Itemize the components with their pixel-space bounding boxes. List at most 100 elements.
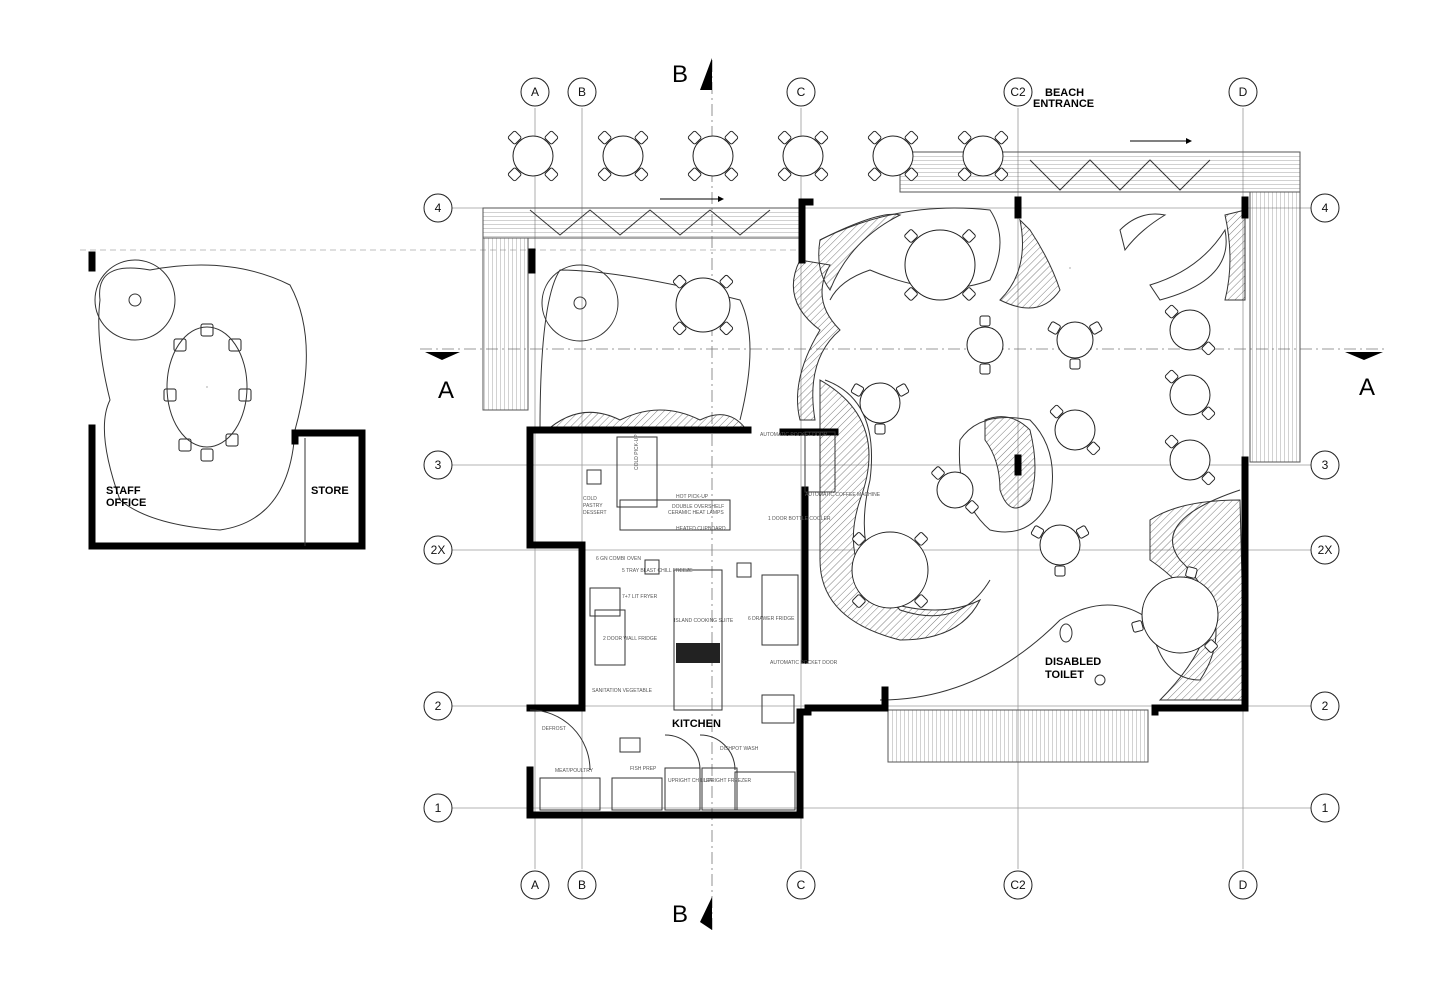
chair [814,130,829,145]
chair [724,130,739,145]
grid-label: 2 [435,699,442,713]
chair [544,130,559,145]
grid-label: C [797,85,806,99]
chair [867,130,882,145]
chair [914,594,928,608]
direction-arrows [660,138,1192,202]
grid-bubble-2X-right: 2X [1310,535,1340,565]
beach-entrance-label-1: BEACH [1045,87,1084,99]
grid-label: 3 [435,458,442,472]
chair [957,167,972,182]
label-heat-lamps: CERAMIC HEAT LAMPS [668,510,724,516]
label-pastry: PASTRY [583,503,603,509]
grid-bubble-B-top: B [567,77,597,107]
chair [507,167,522,182]
grid-label: B [578,878,586,892]
chair [914,532,928,546]
grid-bubble-4-left: 4 [423,193,453,223]
grid-label: 4 [1322,201,1329,215]
grid-label: 4 [435,201,442,215]
section-marker-a-right: A [1345,352,1383,401]
grid-bubble-1-right: 1 [1310,793,1340,823]
chair [1086,441,1101,456]
dining-table [1030,524,1090,577]
grid-label: C [797,878,806,892]
label-combi-oven: 6 GN COMBI OVEN [596,556,641,562]
chair [1201,341,1216,356]
grid-label: 1 [1322,801,1329,815]
chair [544,167,559,182]
dining-table [1131,566,1219,654]
chair [597,130,612,145]
chair [634,130,649,145]
staff-office-label-1: STAFF [106,485,141,497]
chair [1131,620,1144,633]
label-upright-chiller: UPRIGHT CHILLER [668,778,713,784]
section-a-label-left: A [438,377,454,404]
disabled-toilet-label-1: DISABLED [1045,656,1101,668]
kitchen-labels: COLD PASTRY DESSERT HOT PICK-UP COLD PIC… [542,432,881,784]
grid-bubble-C-top: C [786,77,816,107]
label-heated-cupboard: HEATED CUPBOARD [676,526,726,532]
grid-bubble-1-left: 1 [423,793,453,823]
kitchen-equipment [529,431,836,811]
chair [163,388,177,402]
dining-table [1049,404,1101,456]
grid-label: 1 [435,801,442,815]
label-wall-fridge: 2 DOOR WALL FRIDGE [603,636,658,642]
chair [904,130,919,145]
chair [931,466,945,480]
grid-label: C2 [1010,85,1026,99]
chair [1047,321,1061,335]
kitchen-label: KITCHEN [672,718,721,730]
beach-entrance-label-2: ENTRANCE [1033,98,1094,110]
section-marker-b-top: B [672,58,712,90]
grid-bubble-D-top: D [1228,77,1258,107]
chair [895,383,910,397]
grid-label: C2 [1010,878,1026,892]
section-b-label-top: B [672,61,688,88]
dining-table [507,130,559,182]
grid-label: B [578,85,586,99]
label-bottle-cooler: 1 DOOR BOTTLE COOLER [768,516,831,522]
dining-table [904,229,976,301]
grid-label: A [531,878,539,892]
dining-table [1047,321,1103,370]
chair [904,229,918,243]
label-upright-freezer: UPRIGHT FREEZER [704,778,752,784]
chair [777,130,792,145]
chair [672,274,687,289]
label-cold-pickup: COLD PICK-UP [634,434,640,470]
chair [1201,406,1216,421]
chair [957,130,972,145]
dining-table [850,382,910,435]
chair [1185,566,1198,579]
chair [225,433,239,447]
dining-table [966,315,1004,375]
grid-label: 2 [1322,699,1329,713]
grid-bubble-C2-top: C2 [1003,77,1033,107]
grid-bubble-D-bottom: D [1228,870,1258,900]
grid-bubble-3-right: 3 [1310,450,1340,480]
chair [1075,525,1090,539]
label-cooking-suite: ISLAND COOKING SUITE [674,618,734,624]
label-pocket-door: AUTOMATIC POCKET DOOR [760,432,828,438]
label-fryer: 7+7 LIT FRYER [622,594,658,600]
dining-tables [163,130,1219,654]
label-hot-pickup: HOT PICK-UP [676,494,709,500]
chair [672,321,687,336]
grid-bubble-2X-left: 2X [423,535,453,565]
label-dishpot-wash: DISHPOT WASH [720,746,759,752]
chair [724,167,739,182]
chair [962,287,976,301]
grid-bubble-2-left: 2 [423,691,453,721]
chair [874,423,886,435]
chair [965,500,979,514]
chair [719,321,734,336]
grid-bubble-2-right: 2 [1310,691,1340,721]
label-sanitation: SANITATION VEGETABLE [592,688,653,694]
chair [1164,434,1179,449]
section-a-label-right: A [1359,374,1375,401]
dining-table [931,466,979,514]
dining-table [1164,304,1216,356]
